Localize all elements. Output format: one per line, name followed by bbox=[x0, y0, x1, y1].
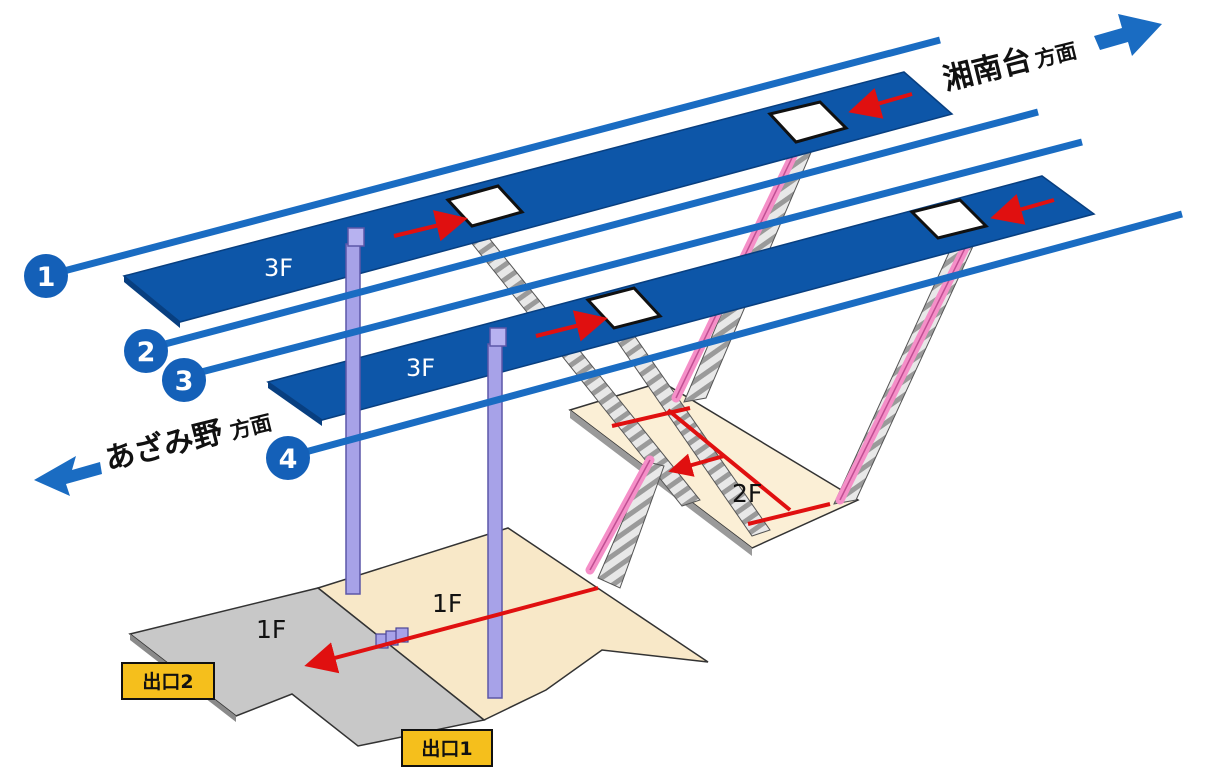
lower-platform-floor-label: 3F bbox=[406, 354, 435, 382]
direction-label-shonandai: 湘南台 方面 bbox=[939, 39, 1080, 98]
track-line-2 bbox=[149, 108, 1039, 352]
escalator-lower-rail bbox=[839, 221, 979, 501]
elevator-upper-icon bbox=[347, 227, 365, 247]
svg-text:出口1: 出口1 bbox=[421, 737, 472, 760]
route-arrow-lower-right bbox=[990, 194, 1055, 225]
svg-text:あざみ野: あざみ野 bbox=[101, 415, 226, 478]
track-badge-4: 4 bbox=[266, 436, 310, 480]
lower-platform-opening-right bbox=[909, 198, 989, 240]
svg-text:方面: 方面 bbox=[228, 410, 275, 443]
direction-arrow-azamino-icon bbox=[34, 456, 102, 496]
exit-2-sign: 出口2 bbox=[121, 662, 215, 700]
svg-text:3: 3 bbox=[175, 366, 194, 397]
svg-text:湘南台: 湘南台 bbox=[939, 42, 1035, 98]
direction-arrow-shonandai-icon bbox=[1094, 14, 1162, 56]
svg-text:出口2: 出口2 bbox=[142, 670, 193, 693]
track-badge-3: 3 bbox=[162, 358, 206, 402]
upper-platform bbox=[122, 71, 954, 323]
track-badge-1: 1 bbox=[24, 254, 68, 298]
upper-platform-edge bbox=[124, 276, 180, 328]
route-concourse bbox=[611, 406, 831, 526]
svg-text:2: 2 bbox=[137, 337, 156, 368]
ground-floor-gray-label: 1F bbox=[256, 615, 286, 644]
ground-floor-label: 1F bbox=[432, 589, 462, 618]
track-line-3 bbox=[185, 138, 1083, 380]
route-arrow-upper-right bbox=[848, 88, 913, 119]
svg-text:4: 4 bbox=[279, 444, 298, 475]
concourse-floor-label: 2F bbox=[732, 479, 762, 508]
upper-platform-opening-right bbox=[767, 100, 849, 144]
lower-platform bbox=[266, 175, 1096, 421]
elevator-lower-icon bbox=[489, 327, 507, 347]
track-badge-2: 2 bbox=[124, 329, 168, 373]
svg-text:方面: 方面 bbox=[1033, 39, 1080, 72]
route-arrow-lower-left bbox=[535, 310, 608, 342]
svg-text:1: 1 bbox=[37, 262, 56, 293]
stairs-ground bbox=[597, 461, 665, 589]
upper-platform-floor-label: 3F bbox=[264, 254, 293, 282]
route-arrow-ground bbox=[304, 586, 599, 674]
route-arrow-upper-left bbox=[393, 210, 468, 242]
direction-label-azamino: あざみ野 方面 bbox=[101, 410, 275, 478]
exit-1-sign: 出口1 bbox=[401, 729, 493, 767]
track-line-1 bbox=[59, 36, 941, 276]
escalator-ground-rail bbox=[589, 459, 651, 571]
concourse-edge bbox=[570, 410, 752, 556]
track-line-4 bbox=[297, 210, 1183, 458]
lower-platform-edge bbox=[268, 382, 322, 426]
